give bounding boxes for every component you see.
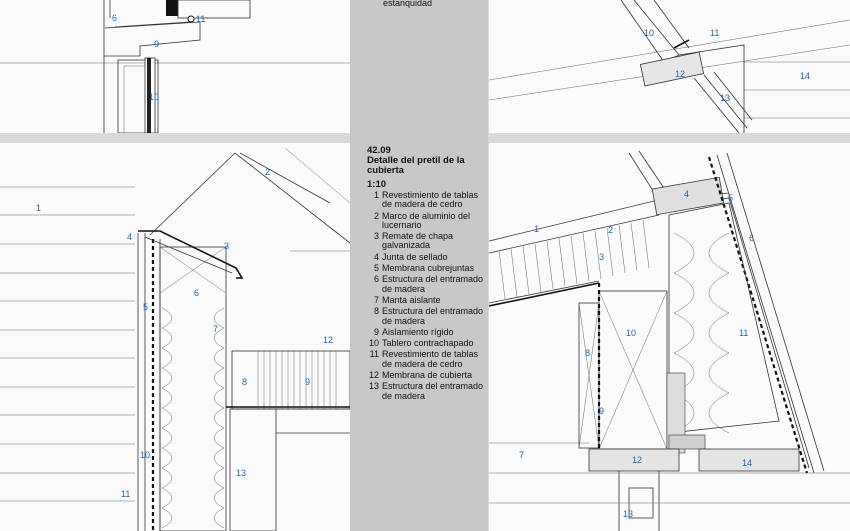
label-2: 2 (608, 225, 613, 235)
label-7: 7 (213, 324, 218, 334)
label-10: 10 (644, 28, 654, 38)
panel-top-left: 6 11 9 10 (0, 0, 350, 133)
label-10: 10 (140, 450, 150, 460)
label-1: 1 (36, 203, 41, 213)
label-13: 13 (720, 93, 730, 103)
label-13: 13 (236, 468, 246, 478)
label-6: 6 (112, 13, 117, 23)
legend-top-fragment: estanquidad (383, 0, 433, 8)
label-12: 12 (632, 455, 642, 465)
panel-bottom-left: 1 2 3 4 5 6 7 8 9 10 11 12 13 (0, 143, 350, 531)
panel-top-right: 10 11 12 13 14 (489, 0, 850, 133)
label-14: 14 (800, 71, 810, 81)
label-3: 3 (224, 241, 229, 251)
label-2: 2 (265, 167, 270, 177)
label-8: 8 (242, 377, 247, 387)
label-6: 6 (194, 288, 199, 298)
label-11: 11 (710, 28, 719, 38)
label-11: 11 (196, 14, 205, 24)
label-9: 9 (305, 377, 310, 387)
label-12: 12 (675, 69, 685, 79)
label-10: 10 (626, 328, 636, 338)
label-1: 1 (534, 224, 539, 234)
label-4: 4 (127, 232, 132, 242)
panel-bottom-right: 1 2 3 4 5 6 7 8 9 10 11 12 13 14 (489, 143, 850, 531)
detail-title: Detalle del pretil de la cubierta (367, 155, 465, 176)
label-8: 8 (585, 348, 590, 358)
label-9: 9 (599, 406, 604, 416)
label-5: 5 (143, 302, 148, 312)
label-9: 9 (154, 39, 159, 49)
label-6: 6 (749, 233, 754, 243)
label-11: 11 (739, 328, 748, 338)
label-12: 12 (323, 335, 333, 345)
label-7: 7 (519, 450, 524, 460)
label-10: 10 (149, 92, 159, 102)
label-14: 14 (742, 458, 752, 468)
legend-column: estanquidad 42.09 Detalle del pretil de … (350, 0, 488, 531)
label-3: 3 (599, 252, 604, 262)
detail-code: 42.09 (367, 145, 391, 156)
detail-scale: 1:10 (367, 179, 387, 190)
label-11: 11 (121, 489, 130, 499)
label-5: 5 (728, 193, 733, 203)
label-13: 13 (623, 509, 633, 519)
label-4: 4 (684, 189, 689, 199)
